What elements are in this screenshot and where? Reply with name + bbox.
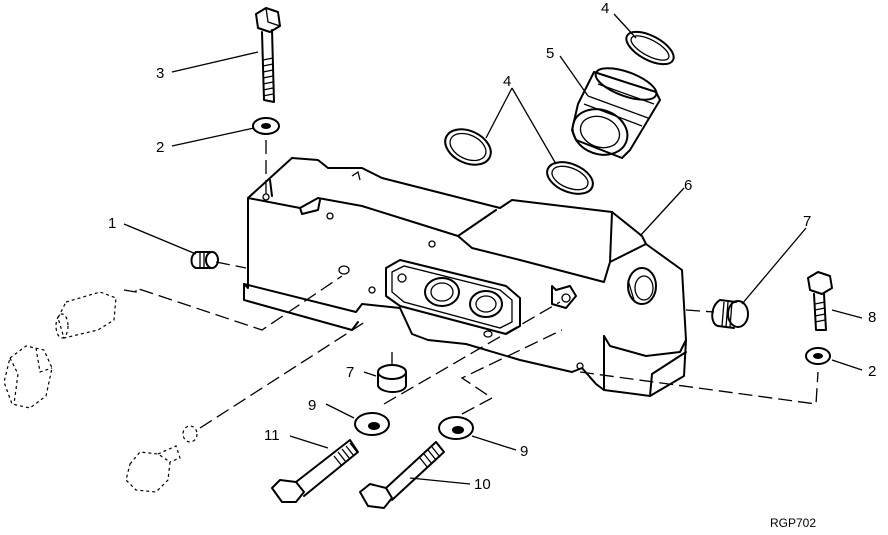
callout-6: 6 <box>684 177 692 194</box>
plug-lower <box>377 364 407 393</box>
callout-labels: 3 2 1 4 4 5 6 7 8 2 7 9 9 11 10 RGP702 <box>108 0 876 530</box>
bolt-10 <box>359 441 445 509</box>
callout-11: 11 <box>264 427 280 444</box>
callout-10: 10 <box>474 476 491 493</box>
callout-4-top: 4 <box>601 0 609 17</box>
washer-right <box>805 347 831 365</box>
bolt-top <box>255 7 281 103</box>
plug-right <box>711 299 749 329</box>
o-ring-middle <box>546 161 594 195</box>
callout-9-left: 9 <box>308 397 316 414</box>
bolt-11 <box>271 439 359 503</box>
alignment-lines <box>123 140 819 429</box>
valve-housing <box>243 157 687 397</box>
callout-4-middle: 4 <box>503 73 511 90</box>
callout-7-lower: 7 <box>346 364 354 381</box>
callout-2-top: 2 <box>156 139 164 156</box>
figure-code: RGP702 <box>770 516 816 530</box>
leader-lines <box>123 13 863 485</box>
callout-8: 8 <box>868 309 876 326</box>
ghost-fitting-small <box>55 291 117 339</box>
o-ring-left <box>444 128 492 166</box>
washer-top <box>252 117 280 135</box>
ghost-fitting-large <box>3 345 53 409</box>
callout-2-right: 2 <box>868 363 876 380</box>
callout-1: 1 <box>108 215 116 232</box>
flat-washer-right <box>438 416 474 440</box>
callout-7-right: 7 <box>803 213 811 230</box>
o-ring-top-right <box>625 30 675 66</box>
callout-3: 3 <box>156 65 164 82</box>
callout-9-right: 9 <box>520 443 528 460</box>
callout-5: 5 <box>546 45 554 62</box>
ghost-sensor <box>125 425 198 493</box>
flat-washer-left <box>354 412 390 436</box>
bolt-right <box>807 271 833 331</box>
cylinder-filter <box>571 67 661 159</box>
